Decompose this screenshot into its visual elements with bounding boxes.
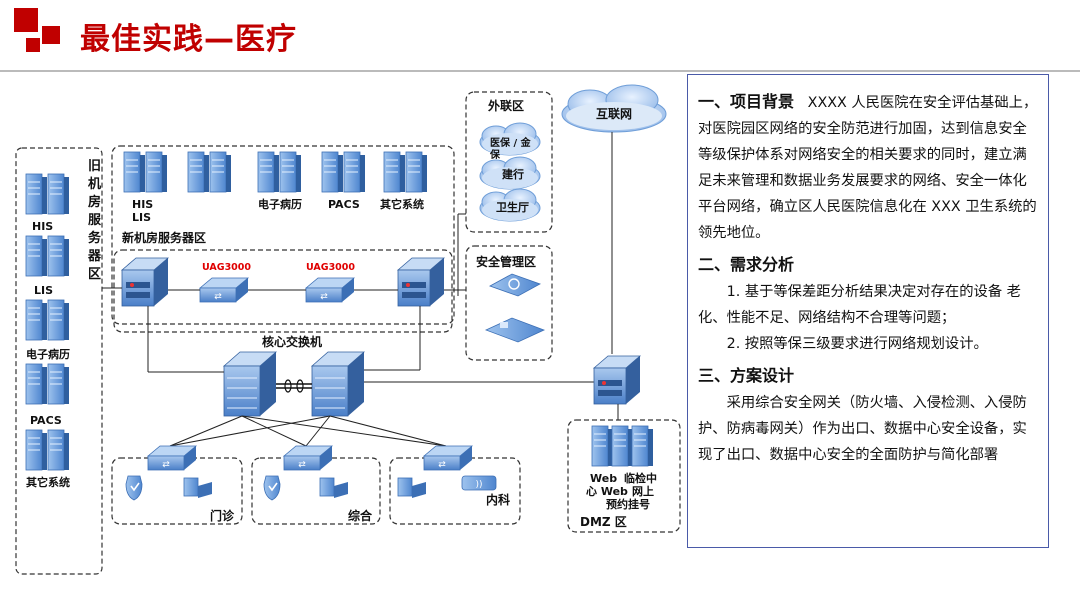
- zone-outpatient-shield-icon: [125, 475, 143, 501]
- new-room-label: 新机房服务器区: [122, 230, 206, 245]
- section-background-title: 一、项目背景: [698, 92, 795, 111]
- internet-label: 互联网: [596, 107, 632, 121]
- svg-text:务: 务: [88, 230, 102, 246]
- security-mgmt-box: [465, 245, 553, 361]
- zone-outpatient-pc-icon: [183, 477, 213, 499]
- uag-2-device: [305, 277, 355, 303]
- external-ccb-label: 建行: [502, 167, 524, 181]
- section-requirements-item-2: 2. 按照等保三级要求进行网络规划设计。: [726, 336, 988, 352]
- logo-square-3: [26, 38, 40, 52]
- zone-outpatient-switch: [147, 445, 197, 471]
- svg-text:)): )): [475, 480, 482, 490]
- logo-square-2: [42, 26, 60, 44]
- old-emr-label: 电子病历: [26, 347, 70, 361]
- external-health-dept-label: 卫生厅: [496, 200, 529, 214]
- external-zone-box: [465, 91, 553, 233]
- new-emr-label: 电子病历: [258, 197, 302, 211]
- new-server-his-lis: [124, 152, 167, 192]
- old-server-other: [26, 430, 69, 470]
- dmz-text-1: Web: [590, 472, 617, 485]
- dmz-text-3: 临检中: [624, 471, 657, 485]
- external-medicare-label: 医保 / 金: [490, 136, 532, 149]
- dmz-box: [567, 419, 681, 533]
- uag-1-label: UAG3000: [202, 262, 251, 273]
- svg-text:区: 区: [88, 267, 101, 282]
- old-server-emr: [26, 300, 69, 340]
- old-lis-label: LIS: [34, 284, 53, 297]
- svg-text:房: 房: [88, 194, 101, 210]
- security-mgmt-scanner-icon: [489, 273, 541, 297]
- dmz-label: DMZ 区: [580, 515, 627, 529]
- section-design-text: 采用综合安全网关（防火墙、入侵检测、入侵防护、防病毒网关）作为出口、数据中心安全…: [698, 395, 1027, 463]
- section-background: 一、项目背景 XXXX 人民医院在安全评估基础上，对医院园区网络的安全防范进行加…: [698, 89, 1038, 246]
- old-other-label: 其它系统: [26, 475, 70, 489]
- external-medicare-label-2: 保: [489, 148, 501, 161]
- zone-general-pc-icon: [319, 477, 349, 499]
- old-server-pacs: [26, 364, 69, 404]
- uag-2-label: UAG3000: [306, 262, 355, 273]
- svg-text:机: 机: [88, 176, 101, 192]
- uag-left-switch: [121, 257, 169, 307]
- logo-square-1: [14, 8, 38, 32]
- old-server-his: [26, 174, 69, 214]
- section-requirements-item-1: 1. 基于等保差距分析结果决定对存在的设备 老化、性能不足、网络结构不合理等问题…: [698, 284, 1021, 326]
- zone-internal-pc-icon: [397, 477, 427, 499]
- zone-internal-switch: [423, 445, 473, 471]
- core-switch-label: 核心交换机: [262, 334, 322, 349]
- uag-1-device: [199, 277, 249, 303]
- new-server-emr: [258, 152, 301, 192]
- network-diagram: ⇄: [15, 84, 681, 575]
- zone-outpatient-label: 门诊: [210, 508, 235, 523]
- dmz-text-5: 预约挂号: [606, 497, 650, 511]
- old-pacs-label: PACS: [30, 414, 62, 427]
- old-server-lis: [26, 236, 69, 276]
- zone-internal-label: 内科: [486, 492, 510, 507]
- dmz-servers: [591, 425, 654, 467]
- section-design-title: 三、方案设计: [698, 366, 795, 385]
- section-background-text: XXXX 人民医院在安全评估基础上，对医院园区网络的安全防范进行加固，达到信息安…: [698, 95, 1038, 241]
- old-room-label: 旧 机 房 服 务 器 区: [87, 159, 102, 282]
- new-pacs-label: PACS: [328, 198, 360, 211]
- core-switch-right: [311, 351, 365, 417]
- title-divider: [0, 70, 1080, 72]
- internet-cloud: [561, 84, 667, 133]
- dmz-text-2: 心 Web: [586, 485, 628, 498]
- new-server-pacs: [322, 152, 365, 192]
- page-title: 最佳实践—医疗: [80, 22, 297, 57]
- external-zone-label: 外联区: [488, 98, 524, 113]
- svg-text:旧: 旧: [88, 159, 101, 174]
- new-room-box: [111, 145, 455, 325]
- zone-general-label: 综合: [348, 508, 373, 523]
- new-his-label: HIS: [132, 198, 153, 211]
- new-server-other: [384, 152, 427, 192]
- new-lis-label: LIS: [132, 211, 151, 224]
- security-mgmt-label: 安全管理区: [476, 254, 536, 269]
- uag-box: [113, 249, 453, 333]
- zone-general-shield-icon: [263, 475, 281, 501]
- security-mgmt-device-icon: [484, 317, 546, 343]
- zone-internal-wireless-icon: )): [461, 475, 497, 491]
- svg-text:器: 器: [87, 249, 102, 264]
- uag-right-switch: [397, 257, 445, 307]
- core-switch-left: [223, 351, 277, 417]
- old-room-box: [15, 147, 103, 575]
- dmz-text-4: 网上: [632, 484, 654, 498]
- svg-text:服: 服: [88, 213, 102, 228]
- zone-general-switch: [283, 445, 333, 471]
- old-his-label: HIS: [32, 220, 53, 233]
- dmz-firewall: [593, 355, 641, 405]
- new-server-extra: [188, 152, 231, 192]
- section-requirements-title: 二、需求分析: [698, 255, 795, 274]
- description-panel: 一、项目背景 XXXX 人民医院在安全评估基础上，对医院园区网络的安全防范进行加…: [687, 74, 1049, 548]
- new-other-label: 其它系统: [380, 197, 424, 211]
